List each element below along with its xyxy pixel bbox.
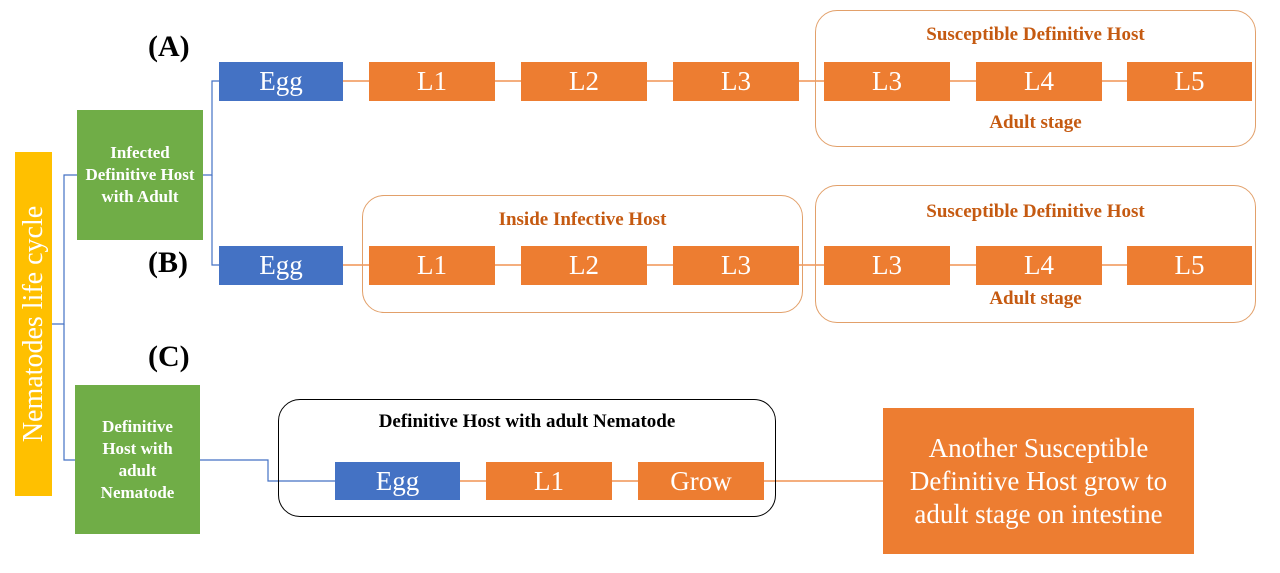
row-c-letter: (C)	[148, 340, 190, 373]
row-b-host-stage-l5: L5	[1127, 246, 1252, 285]
row-c-stage-egg: Egg	[335, 462, 460, 500]
row-b-letter: (B)	[148, 246, 188, 279]
life-cycle-sidebar: Nematodes life cycle	[15, 152, 52, 496]
infected-host-box: Infected Definitive Host with Adult	[77, 110, 203, 240]
row-b-host-stage-l4: L4	[976, 246, 1102, 285]
row-c-panel-label: Definitive Host with adult Nematode	[378, 411, 676, 432]
row-b-host-stage-l3: L3	[824, 246, 950, 285]
row-c-definitive-panel	[278, 399, 776, 517]
row-a-stage-l1: L1	[369, 62, 495, 101]
life-cycle-title: Nematodes life cycle	[17, 205, 49, 443]
row-a-stage-egg: Egg	[219, 62, 343, 101]
row-b-host-label: Susceptible Definitive Host	[926, 201, 1145, 222]
row-a-stage-l3: L3	[673, 62, 799, 101]
row-b-stage-egg: Egg	[219, 246, 343, 285]
row-c-stage-grow: Grow	[638, 462, 764, 500]
row-a-host-label: Susceptible Definitive Host	[926, 24, 1145, 45]
row-b-adult-label: Adult stage	[989, 288, 1082, 309]
row-a-susceptible-panel	[815, 10, 1256, 147]
row-a-adult-label: Adult stage	[989, 112, 1082, 133]
row-a-letter: (A)	[148, 30, 190, 63]
row-a-host-stage-l5: L5	[1127, 62, 1252, 101]
row-a-stage-l2: L2	[521, 62, 647, 101]
row-a-host-stage-l4: L4	[976, 62, 1102, 101]
row-b-inside-label: Inside Infective Host	[498, 209, 667, 230]
row-c-stage-l1: L1	[486, 462, 612, 500]
row-b-stage-l3: L3	[673, 246, 799, 285]
row-a-host-stage-l3: L3	[824, 62, 950, 101]
definitive-host-box: Definitive Host with adult Nematode	[75, 385, 200, 534]
outcome-box: Another Susceptible Definitive Host grow…	[883, 408, 1194, 554]
row-b-susceptible-panel	[815, 185, 1256, 323]
row-b-stage-l1: L1	[369, 246, 495, 285]
row-b-stage-l2: L2	[521, 246, 647, 285]
row-b-inside-panel	[362, 195, 803, 313]
